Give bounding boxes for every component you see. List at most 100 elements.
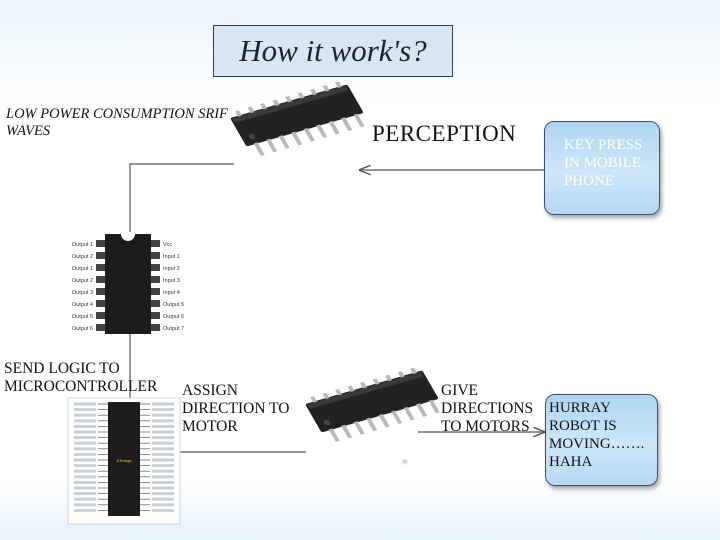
pinout-pin-label: Input 3 [163, 278, 180, 284]
chip-pin [335, 389, 343, 396]
mcu-pin-label [74, 492, 96, 496]
mcu-pin-label [152, 436, 174, 440]
mcu-pin-label [74, 469, 96, 473]
mcu-pin-label [74, 408, 96, 412]
key-press-line-1: KEY PRESS [564, 137, 643, 153]
mcu-pin-label [152, 419, 174, 423]
key-press-line-2: IN MOBILE [564, 155, 642, 171]
pinout-pin [96, 288, 105, 295]
mcu-pin-label [74, 458, 96, 462]
pinout-pin [96, 252, 105, 259]
mcu-pin-label [152, 464, 174, 468]
label-give-line-3: TO MOTORS [441, 417, 530, 435]
label-assign-line-2: DIRECTION TO [182, 399, 290, 417]
chip-pin [353, 113, 365, 128]
pinout-pin [96, 240, 105, 247]
mcu-pin-label [74, 424, 96, 428]
chip-pin [416, 403, 428, 417]
mcu-pin-label [74, 486, 96, 490]
chip-pin [310, 88, 318, 96]
chip-pin [335, 81, 343, 89]
pinout-pin [96, 264, 105, 271]
label-assign-direction: ASSIGN DIRECTION TO MOTOR [182, 382, 290, 435]
mcu-pin-label [152, 497, 174, 501]
pinout-pin-label: Output 1 [72, 266, 93, 272]
pinout-pin-label: Output 7 [163, 326, 184, 332]
chip-pin [291, 131, 303, 146]
pinout-chip-body [105, 234, 151, 334]
label-assign-line-3: MOTOR [182, 417, 238, 435]
chip-pin [397, 371, 405, 378]
mcu-pin-label [152, 430, 174, 434]
mcu-pin-label [152, 402, 174, 406]
chip-pin [385, 374, 393, 382]
mcu-pin-label [152, 408, 174, 412]
mcu-pin-label [74, 413, 96, 417]
chip-pin [353, 421, 365, 435]
robot-moving-box: HURRAY ROBOT IS MOVING……. HAHA [545, 394, 658, 486]
mcu-pin-label [74, 508, 96, 512]
mcu-pin-label [152, 424, 174, 428]
label-send-logic: SEND LOGIC TO MICROCONTROLLER [4, 360, 157, 396]
pinout-pin [151, 252, 160, 259]
chip-pin [253, 142, 265, 156]
mcu-pin-label [74, 497, 96, 501]
mcu-pin-label [74, 402, 96, 406]
pinout-pin [151, 300, 160, 307]
chip-pin [341, 117, 353, 131]
chip-pin [285, 95, 293, 103]
pinout-pin-label: Output 1 [72, 242, 93, 248]
pinout-pin [96, 312, 105, 319]
dip-chip-icon [305, 367, 440, 442]
chip-pin [247, 106, 255, 114]
svg-text:ATmega: ATmega [117, 458, 133, 463]
chip-body [230, 84, 363, 147]
label-low-power-line-1: LOW POWER CONSUMPTION SRIF [6, 106, 228, 122]
chip-body [305, 370, 438, 433]
chip-pin [260, 103, 268, 110]
pinout-pin-label: Output 4 [72, 302, 93, 308]
pinout-pin [151, 324, 160, 331]
hurray-line-2: ROBOT IS [549, 418, 617, 434]
mcu-pin-label [74, 475, 96, 479]
chip-pin [372, 378, 380, 385]
hurray-line-3: MOVING……. [549, 436, 645, 452]
chip-pin [328, 428, 340, 442]
chip-pin [378, 414, 390, 428]
chip-pin [272, 99, 280, 106]
key-press-line-3: PHONE [564, 173, 615, 189]
label-perception: PERCEPTION [372, 121, 517, 146]
mcu-pin-label [74, 447, 96, 451]
mcu-pin-label [74, 419, 96, 423]
pinout-pin-label: Input 4 [163, 290, 180, 296]
chip-pin [235, 110, 243, 117]
mcu-pin-label [74, 441, 96, 445]
chip-pin [297, 92, 305, 99]
pinout-pin-label: Input 1 [163, 254, 180, 260]
mcu-pin-label [152, 452, 174, 456]
pinout-pin-label: Input 2 [163, 266, 180, 272]
mcu-pin-label [152, 508, 174, 512]
mcu-pin-label [152, 441, 174, 445]
pinout-pin-label: Output 2 [72, 254, 93, 260]
pinout-pin [151, 288, 160, 295]
mcu-pin-label [152, 475, 174, 479]
label-low-power: LOW POWER CONSUMPTION SRIF WAVES [6, 106, 228, 139]
chip-pin [347, 385, 355, 392]
mcu-pin-label [74, 503, 96, 507]
label-give-line-2: DIRECTIONS [441, 399, 534, 417]
mcu-pin-label [152, 492, 174, 496]
pinout-pin [96, 300, 105, 307]
watermark-mark: ✶ [400, 455, 411, 469]
mcu-pin-label [74, 464, 96, 468]
chip-pin [366, 417, 378, 432]
chip-pin [303, 128, 315, 142]
chip-pin [266, 138, 278, 153]
mcu-pin-label [74, 436, 96, 440]
pinout-pin [96, 276, 105, 283]
pinout-pin [151, 312, 160, 319]
dip-chip-icon [230, 81, 365, 156]
slide-title-text: How it work's? [239, 33, 427, 68]
pinout-pin-label: Output 6 [163, 314, 184, 320]
